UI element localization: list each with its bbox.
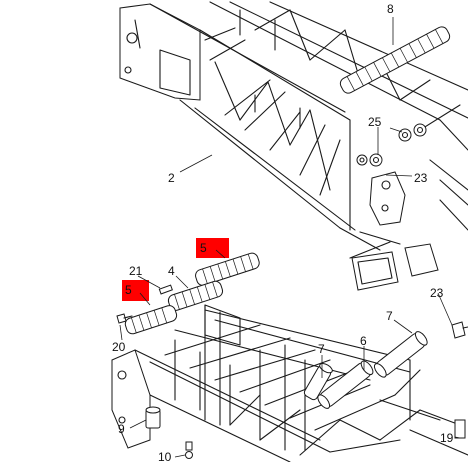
nut-set-25 bbox=[356, 123, 427, 167]
callout-7-right: 7 bbox=[386, 309, 393, 323]
callout-9: 9 bbox=[118, 422, 125, 436]
highlight-box-5-upper bbox=[196, 238, 229, 258]
callout-10: 10 bbox=[158, 450, 172, 462]
nut-10 bbox=[185, 441, 193, 459]
roller-5-lower bbox=[124, 305, 178, 335]
callout-19: 19 bbox=[440, 431, 454, 445]
roller-7 bbox=[373, 331, 428, 378]
bushing-9 bbox=[145, 406, 161, 429]
roller-4 bbox=[167, 280, 224, 311]
callout-23-lower: 23 bbox=[430, 286, 444, 300]
callout-6: 6 bbox=[360, 334, 367, 348]
callout-8: 8 bbox=[387, 2, 394, 16]
bolt-20 bbox=[116, 313, 133, 324]
roller-8 bbox=[339, 26, 451, 94]
callout-21: 21 bbox=[129, 264, 143, 278]
roller-7-small bbox=[303, 363, 333, 401]
upper-boom-frame bbox=[119, 1, 468, 251]
callout-25: 25 bbox=[368, 115, 382, 129]
callout-2: 2 bbox=[168, 171, 175, 185]
callout-5-upper: 5 bbox=[200, 241, 207, 255]
callout-5-lower: 5 bbox=[125, 283, 132, 297]
bolt-23 bbox=[451, 321, 468, 339]
callout-4: 4 bbox=[168, 264, 175, 278]
leader-lines bbox=[119, 17, 461, 458]
part-19 bbox=[454, 419, 466, 439]
callout-7-left: 7 bbox=[318, 342, 325, 356]
clamp-bracket bbox=[349, 171, 439, 291]
lower-frame bbox=[111, 304, 468, 462]
callout-20: 20 bbox=[112, 340, 126, 354]
callout-23-upper: 23 bbox=[414, 171, 428, 185]
roller-5-upper bbox=[195, 252, 260, 286]
pin-21 bbox=[158, 284, 173, 295]
